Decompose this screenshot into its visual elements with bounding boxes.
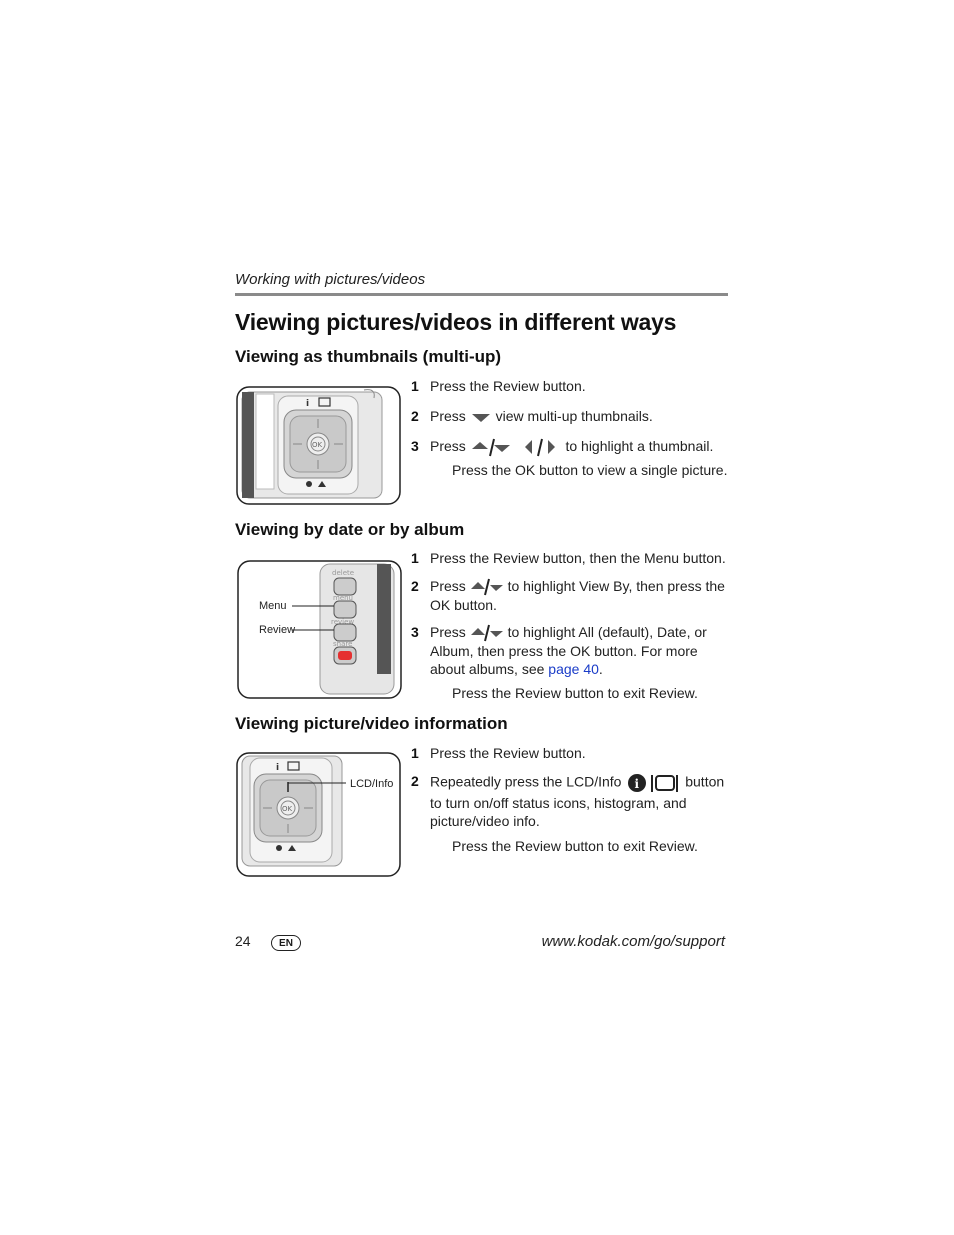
section-heading-thumbnails: Viewing as thumbnails (multi-up) xyxy=(235,347,502,366)
camera-lcd-illustration: i OK xyxy=(236,752,401,877)
step-number: 2 xyxy=(411,773,419,789)
step-note: Press the Review button to exit Review. xyxy=(452,838,698,854)
step-text: Press view multi-up thumbnails. xyxy=(430,408,653,424)
step-text: Repeatedly press the LCD/Info i button t… xyxy=(430,773,725,829)
left-right-arrows-icon xyxy=(524,439,555,457)
step-note: Press the OK button to view a single pic… xyxy=(452,462,728,478)
down-arrow-icon xyxy=(471,414,490,423)
page-title: Viewing pictures/videos in different way… xyxy=(235,309,677,335)
svg-text:review: review xyxy=(331,618,354,626)
step-number: 3 xyxy=(411,438,419,454)
up-down-arrows-icon xyxy=(470,625,503,642)
step-text: Press to highlight All (default), Date, … xyxy=(430,624,707,678)
step-number: 1 xyxy=(411,550,419,566)
step-text: Press the Review button. xyxy=(430,745,586,761)
svg-text:menu: menu xyxy=(333,594,353,602)
review-callout: Review xyxy=(259,624,296,636)
svg-text:i: i xyxy=(306,399,309,409)
section-header: Working with pictures/videos xyxy=(235,271,426,288)
step-text: Press to highlight a thumbnail. xyxy=(430,437,713,457)
step-text: Press to highlight View By, then press t… xyxy=(430,578,725,614)
svg-text:OK: OK xyxy=(312,441,323,449)
svg-text:i: i xyxy=(276,763,279,773)
menu-callout: Menu xyxy=(259,600,287,612)
info-lcd-icon: i xyxy=(628,774,679,792)
step-text: Press the Review button. xyxy=(430,378,586,394)
step-number: 2 xyxy=(411,578,419,594)
step-number: 2 xyxy=(411,408,419,424)
section-heading-info: Viewing picture/video information xyxy=(235,714,508,733)
up-down-arrows-icon xyxy=(471,439,510,457)
step-number: 3 xyxy=(411,624,419,640)
language-badge: EN xyxy=(271,935,301,951)
page-link[interactable]: page 40 xyxy=(548,661,599,678)
svg-text:i: i xyxy=(635,777,640,791)
header-rule xyxy=(235,293,728,296)
svg-text:share: share xyxy=(333,640,352,648)
page-number: 24 xyxy=(235,933,251,949)
svg-text:delete: delete xyxy=(332,569,354,577)
step-number: 1 xyxy=(411,745,419,761)
svg-text:OK: OK xyxy=(282,805,293,813)
support-url[interactable]: www.kodak.com/go/support xyxy=(541,933,725,950)
step-note: Press the Review button to exit Review. xyxy=(452,685,698,701)
lcd-info-callout: LCD/Info xyxy=(350,778,394,790)
section-heading-date-album: Viewing by date or by album xyxy=(235,520,465,539)
up-down-arrows-icon xyxy=(470,579,503,596)
camera-buttons-illustration: delete menu review share xyxy=(237,560,402,699)
step-number: 1 xyxy=(411,378,419,394)
step-text: Press the Review button, then the Menu b… xyxy=(430,550,726,566)
camera-dpad-illustration: i OK xyxy=(236,386,401,505)
